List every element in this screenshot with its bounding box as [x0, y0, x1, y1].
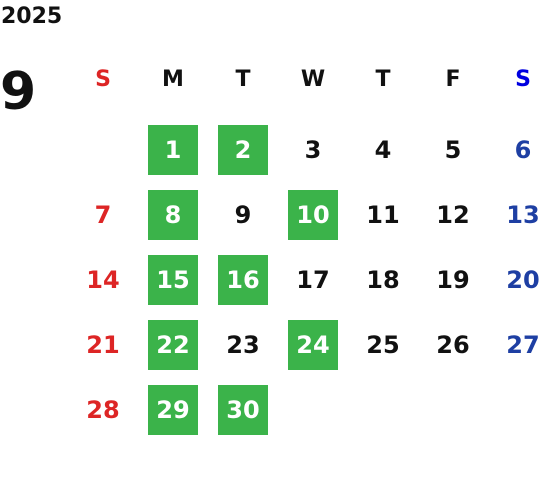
year-label: 2025	[1, 4, 63, 29]
day-number: 14	[86, 266, 120, 294]
week-row: 14 15 16 17 18 19 20	[68, 255, 548, 305]
day-cell: 24	[278, 320, 348, 370]
day-number: 17	[296, 266, 330, 294]
day-number: 7	[94, 201, 112, 229]
day-number-highlighted: 10	[288, 190, 338, 240]
day-cell: 8	[138, 190, 208, 240]
day-cell: 14	[68, 255, 138, 305]
day-number: 26	[436, 331, 470, 359]
day-cell: 22	[138, 320, 208, 370]
day-cell: 9	[208, 190, 278, 240]
week-row: 21 22 23 24 25 26 27	[68, 320, 548, 370]
weekday-header-fri: F	[445, 67, 461, 92]
day-cell: 6	[488, 125, 548, 175]
day-cell: 18	[348, 255, 418, 305]
weekday-header-wed: W	[300, 67, 326, 92]
day-cell: 5	[418, 125, 488, 175]
day-cell: 23	[208, 320, 278, 370]
week-row: 7 8 9 10 11 12 13	[68, 190, 548, 240]
day-number: 9	[234, 201, 252, 229]
weekday-header-sun: S	[95, 67, 111, 92]
day-number: 11	[366, 201, 400, 229]
day-cell: 10	[278, 190, 348, 240]
day-number-highlighted: 30	[218, 385, 268, 435]
week-row: 28 29 30	[68, 385, 548, 435]
day-number-highlighted: 8	[148, 190, 198, 240]
day-number: 13	[506, 201, 540, 229]
day-number: 23	[226, 331, 260, 359]
day-number-highlighted: 15	[148, 255, 198, 305]
day-number: 5	[444, 136, 462, 164]
day-number: 20	[506, 266, 540, 294]
day-number: 28	[86, 396, 120, 424]
day-cell: 19	[418, 255, 488, 305]
day-cell: 13	[488, 190, 548, 240]
day-number-highlighted: 24	[288, 320, 338, 370]
day-number: 27	[506, 331, 540, 359]
day-number-highlighted: 2	[218, 125, 268, 175]
day-cell: 27	[488, 320, 548, 370]
weekday-header-tue: T	[235, 67, 251, 92]
day-cell: 25	[348, 320, 418, 370]
day-cell: 12	[418, 190, 488, 240]
day-cell: 28	[68, 385, 138, 435]
day-cell: 21	[68, 320, 138, 370]
weekday-header-row: S M T W T F S	[68, 60, 548, 100]
day-cell: 15	[138, 255, 208, 305]
day-cell: 29	[138, 385, 208, 435]
day-cell: 16	[208, 255, 278, 305]
day-cell: 3	[278, 125, 348, 175]
day-number: 3	[304, 136, 322, 164]
day-cell: 4	[348, 125, 418, 175]
weekday-header-mon: M	[162, 67, 184, 92]
day-number-highlighted: 1	[148, 125, 198, 175]
day-number: 18	[366, 266, 400, 294]
weekday-header-thu: T	[375, 67, 391, 92]
day-cell: 30	[208, 385, 278, 435]
day-number-highlighted: 29	[148, 385, 198, 435]
day-cell: 26	[418, 320, 488, 370]
day-cell: 11	[348, 190, 418, 240]
day-cell: 17	[278, 255, 348, 305]
day-cell: 20	[488, 255, 548, 305]
day-number: 25	[366, 331, 400, 359]
day-number-highlighted: 16	[218, 255, 268, 305]
day-number: 21	[86, 331, 120, 359]
day-number-highlighted: 22	[148, 320, 198, 370]
day-number: 4	[374, 136, 392, 164]
day-number: 6	[514, 136, 532, 164]
day-number: 12	[436, 201, 470, 229]
day-cell: 1	[138, 125, 208, 175]
day-number: 19	[436, 266, 470, 294]
month-number: 9	[0, 62, 37, 122]
day-cell: 2	[208, 125, 278, 175]
day-cell: 7	[68, 190, 138, 240]
weekday-header-sat: S	[515, 67, 531, 92]
